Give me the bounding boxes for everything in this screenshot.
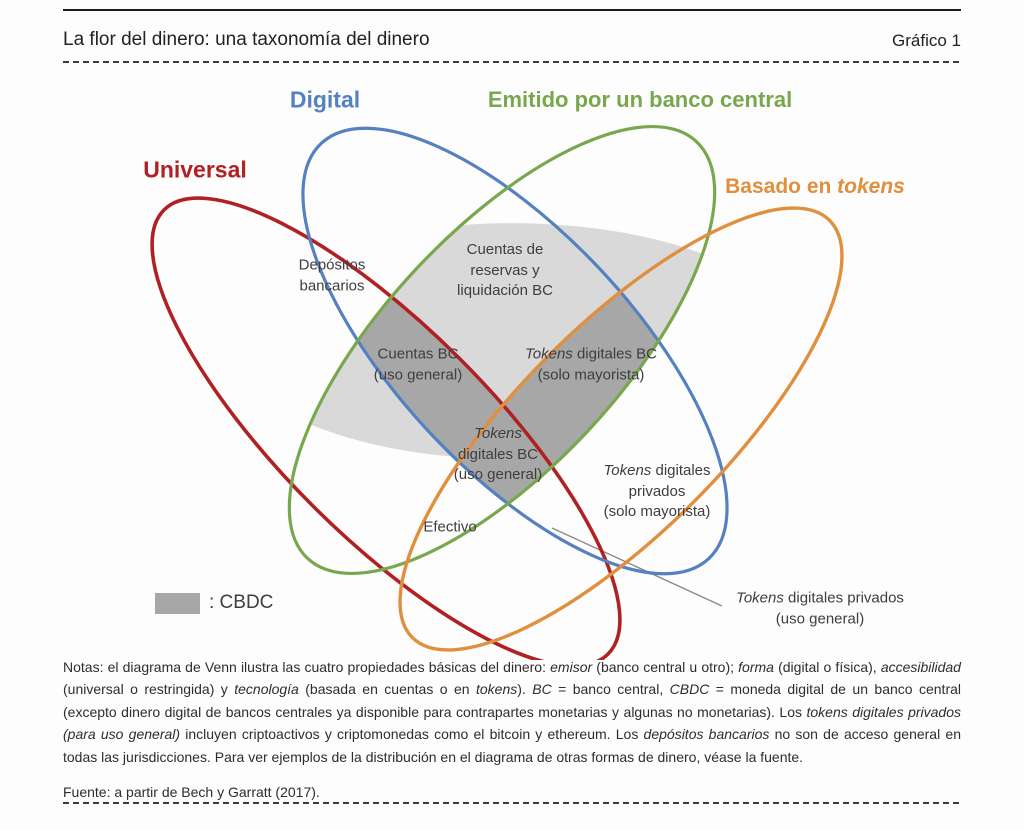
central-bank-ellipse bbox=[287, 124, 717, 576]
private-digital-tokens-general-label: Tokens digitales privados(uso general) bbox=[736, 589, 904, 627]
digital-ellipse bbox=[301, 126, 729, 576]
bottom-rule bbox=[63, 802, 961, 804]
central-bank-label: Emitido por un banco central bbox=[487, 87, 793, 112]
figure-number: Gráfico 1 bbox=[892, 31, 961, 50]
cbdc-legend-label: : CBDC bbox=[209, 592, 274, 613]
universal-ellipse bbox=[150, 196, 622, 660]
token-ellipse bbox=[398, 206, 844, 652]
cb-accounts-general-label: Cuentas BC(uso general) bbox=[373, 345, 463, 383]
universal-label: Universal bbox=[143, 156, 247, 183]
venn-diagram: : CBDC Universal Digital Emitido por un ba… bbox=[143, 86, 905, 660]
figure-source: Fuente: a partir de Bech y Garratt (2017… bbox=[63, 784, 320, 800]
cbdc-legend-swatch bbox=[155, 592, 200, 614]
figure-notes: Notas: el diagrama de Venn ilustra las c… bbox=[63, 659, 962, 765]
title-rule bbox=[63, 61, 961, 63]
figure-title: La flor del dinero: una taxonomía del di… bbox=[63, 29, 430, 50]
cash-label: Efectivo bbox=[423, 518, 477, 536]
leader-line bbox=[551, 527, 723, 607]
token-based-label: Basado en tokens bbox=[725, 175, 905, 198]
cb-digital-tokens-wholesale-label: Tokens digitales BC(solo mayorista) bbox=[524, 345, 658, 383]
digital-label: Digital bbox=[289, 86, 361, 113]
venn-ellipses-canvas bbox=[150, 124, 844, 660]
cbdc-legend: : CBDC bbox=[155, 592, 273, 614]
cbdc-light-region bbox=[289, 223, 715, 460]
top-rule bbox=[63, 9, 961, 11]
